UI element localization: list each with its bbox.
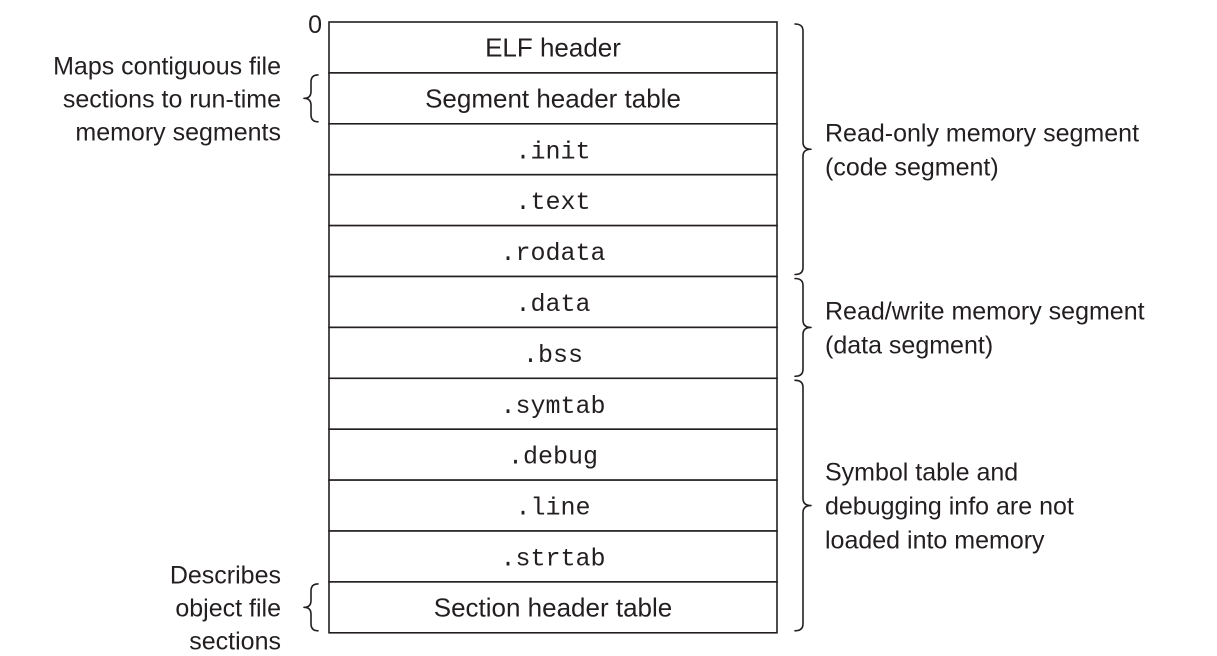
right-annotation: Read-only memory segment (code segment): [794, 23, 1139, 276]
annotation-text-line: Maps contiguous file: [53, 52, 281, 80]
annotation-text-line: sections: [189, 627, 281, 655]
section-cell-box: [328, 530, 778, 583]
section-name: ELF header: [485, 32, 621, 62]
section-cell-segment-header-table: Segment header table: [328, 72, 778, 125]
brace: [303, 583, 319, 632]
offset-zero-label: 0: [308, 11, 322, 39]
annotation-text-line: Read/write memory segment: [825, 297, 1145, 325]
annotation-text-line: object file: [175, 594, 281, 622]
annotation-text-line: Describes: [170, 561, 281, 589]
section-cell-symtab: .symtab: [328, 377, 778, 430]
section-cell-text: .text: [328, 173, 778, 227]
brace: [794, 379, 812, 632]
annotation-text-line: loaded into memory: [825, 527, 1045, 555]
section-cell-rodata: .rodata: [328, 224, 778, 278]
section-name: .init: [515, 137, 590, 166]
annotation-text-line: debugging info are not: [825, 493, 1074, 521]
section-name: .rodata: [500, 239, 605, 268]
section-name: .bss: [523, 341, 583, 370]
left-annotations: Maps contiguous file sections to run-time…: [53, 52, 319, 655]
section-cell-section-header-table: Section header table: [328, 581, 778, 634]
right-annotations: Read-only memory segment(code segment)Re…: [794, 23, 1145, 632]
section-cell-init: .init: [328, 123, 778, 176]
section-cell-data: .data: [328, 275, 778, 329]
right-annotation: Symbol table and debugging info are not lo…: [794, 379, 1074, 632]
section-cell-bss: .bss: [328, 326, 778, 380]
left-annotation: Maps contiguous file sections to run-time…: [53, 52, 319, 146]
right-annotation: Read/write memory segment (data segment): [794, 277, 1145, 378]
annotation-text-line: Symbol table and: [825, 459, 1018, 487]
annotation-text-line: sections to run-time: [63, 85, 281, 113]
brace: [794, 277, 812, 378]
section-name: .debug: [508, 443, 598, 472]
section-cell-box: [328, 123, 778, 176]
section-cell-strtab: .strtab: [328, 530, 778, 583]
section-name: .symtab: [500, 392, 605, 421]
section-cell-line: .line: [328, 479, 778, 532]
section-name: Segment header table: [425, 83, 681, 113]
section-name: .strtab: [500, 544, 605, 573]
section-cell-box: [328, 377, 778, 430]
section-name: .line: [515, 494, 590, 523]
annotation-text-line: (data segment): [825, 331, 993, 359]
brace: [303, 74, 319, 123]
section-cell-debug: .debug: [328, 428, 778, 481]
left-annotation: Describes object file sections: [170, 561, 319, 655]
section-cell-box: [328, 72, 778, 125]
section-cell-box: [328, 21, 778, 74]
section-name: .data: [515, 290, 590, 319]
section-cell-box: [328, 479, 778, 532]
section-name: Section header table: [434, 592, 673, 622]
annotation-text-line: (code segment): [825, 153, 999, 181]
annotation-text-line: memory segments: [75, 118, 281, 146]
brace: [794, 23, 812, 276]
section-cell-elf-header: ELF header: [328, 21, 778, 74]
annotation-text-line: Read-only memory segment: [825, 119, 1139, 147]
section-name: .text: [515, 188, 590, 217]
section-cell-box: [328, 275, 778, 329]
section-cell-box: [328, 173, 778, 227]
section-cell-box: [328, 581, 778, 634]
